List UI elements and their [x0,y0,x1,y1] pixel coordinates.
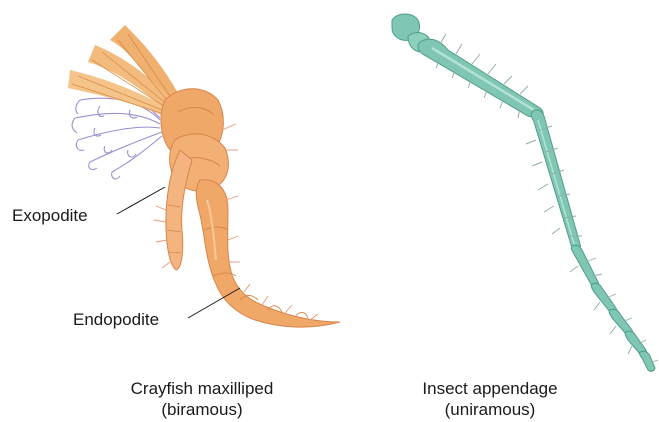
exopodite-label: Exopodite [12,206,88,226]
tarsus-segments [571,245,655,371]
crayfish-caption-type: (biramous) [82,399,322,420]
insect-appendage-illustration [392,14,658,371]
exopodite-leader-line [117,187,165,214]
crayfish-caption-title: Crayfish maxilliped [82,378,322,399]
endopodite-label: Endopodite [73,310,159,330]
crayfish-caption: Crayfish maxilliped (biramous) [82,378,322,420]
exopodite-branch [154,150,192,270]
insect-caption-type: (uniramous) [370,399,610,420]
insect-caption-title: Insect appendage [370,378,610,399]
insect-caption: Insect appendage (uniramous) [370,378,610,420]
crayfish-maxilliped-illustration [68,25,340,327]
